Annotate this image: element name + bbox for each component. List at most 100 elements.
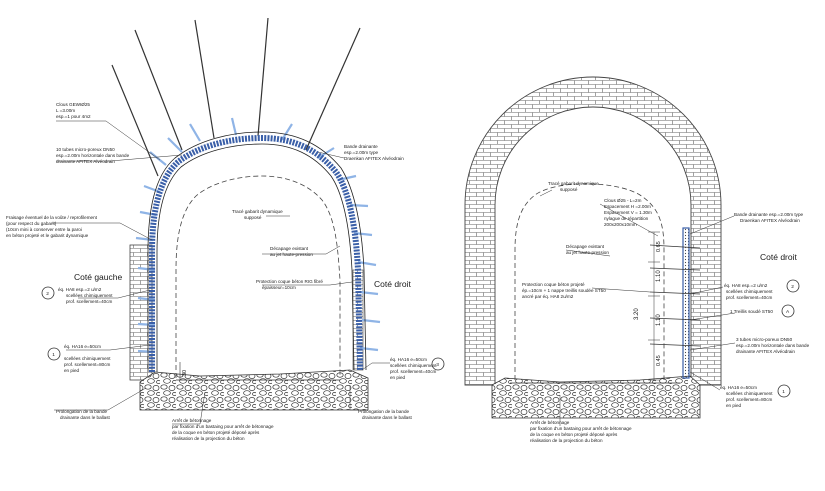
left-bolt — [257, 17, 269, 137]
left-prolong-g-l1: Prolongation de la bande — [56, 409, 108, 414]
left-tubes-l3: drainante AFITEX Alvéodrain — [56, 159, 115, 164]
right-callout-2 — [786, 279, 800, 293]
right-dim-b: 1.10 — [656, 314, 662, 326]
right-tubes-l3: drainante AFITEX Alvéodrain — [736, 349, 795, 354]
right-dim-total: 3.20 — [634, 308, 640, 320]
right-ha16-l1: éq. HA16 e=50cm — [720, 385, 757, 390]
right-ha16-l2: scellées chimiquement — [726, 391, 773, 396]
left-fraisage-l3: (10cm mini à conserver entre la paroi — [6, 227, 82, 232]
left-ha16g-l3: prof. scellement=80cm — [64, 362, 111, 367]
right-lining-wall — [682, 227, 690, 379]
left-ha8-l3: prof. scellement=40cm — [66, 299, 113, 304]
left-tubes-l1: 10 tubes micro-poreux DN50 — [56, 147, 115, 152]
left-masonry-wall-left — [129, 244, 153, 381]
left-cote-droit: Coté droit — [374, 279, 411, 289]
left-gabarit-l1: Tracé gabarit dynamique — [232, 209, 283, 214]
right-arret-l1: Arrêt de bétonnage — [530, 420, 570, 425]
left-ha16d-l3: prof. scellement=40cm — [390, 369, 437, 374]
left-protection-l2: épaisseur=10cm — [262, 285, 296, 290]
left-callout-2-label: 2 — [46, 291, 49, 297]
left-ha16d-l4: en pied — [390, 375, 406, 380]
right-ha8-l3: prof. scellement=40cm — [726, 295, 773, 300]
left-gabarit-l2: supposé — [244, 215, 262, 220]
left-rock-bolts — [111, 17, 361, 177]
left-dynamic-gauge-trace — [175, 175, 341, 378]
right-ha16-l3: prof. scellement=80cm — [726, 397, 773, 402]
left-dim-30-label: 30 — [182, 370, 188, 376]
right-tubes-l2: esp.=2.00m horizontale dans bande — [736, 343, 810, 348]
left-arret-l3: de la coque en béton projeté déposé aprè… — [172, 430, 260, 435]
left-callout-1-label: 1 — [52, 352, 55, 358]
right-bande-l1: Bande drainante esp.=2.00m type — [734, 212, 804, 217]
left-ha16d-l1: éq. HA16 e=50cm — [390, 357, 427, 362]
left-clous-title: Clous GEWIØ25 — [56, 102, 90, 107]
right-clous-l4: nylague de répartition — [604, 216, 649, 221]
right-dim-c: 0.65 — [656, 241, 662, 252]
left-prolong-d-l2: drainante dans le ballast — [362, 415, 413, 420]
right-section: 1.10 3.20 1.10 0.65 0.45 Tracé gabarit d… — [464, 76, 810, 443]
left-fraisage-l4: en béton projeté et le gabarit dynamique — [6, 233, 89, 238]
right-masonry-arch — [464, 76, 722, 386]
left-arret-l2: par fixation d'un bastaing pour arrêt de… — [172, 424, 274, 429]
left-bande-l2: esp.=2.00m type — [344, 150, 379, 155]
right-tubes-l1: 3 tubes micro-poreux DN50 — [736, 337, 793, 342]
left-prolong-g-l2: drainante dans le ballast — [60, 415, 111, 420]
left-leaders — [52, 120, 390, 425]
right-gabarit-l2: supposé — [560, 187, 578, 192]
left-ha16g-l2: scellées chimiquement — [64, 356, 111, 361]
left-ha8-l2: scellées chimiquement — [66, 293, 113, 298]
left-bolt — [194, 19, 215, 139]
left-cote-gauche: Coté gauche — [74, 272, 122, 282]
right-arret-l2: par fixation d'un bastaing pour arrêt de… — [530, 426, 632, 431]
left-arret-l4: réalisation de la projection du béton — [172, 436, 245, 441]
right-callout-A — [781, 304, 795, 318]
left-section: 30 Clous GEWIØ25 L =3.00m esp.=1 pour 4m… — [6, 17, 445, 441]
right-clous-l5: 200x200x10mm — [604, 222, 637, 227]
right-dimension-lines — [648, 231, 660, 381]
left-clous-length: L =3.00m — [56, 108, 75, 113]
right-ha8-l1: éq. HA8 esp.=2 u/m2 — [724, 283, 768, 288]
right-protection-l2: ép.=10cm + 1 nappe treillis soudée ST50 — [522, 288, 606, 293]
left-decapage-l2: au jet haute-pression — [270, 252, 313, 257]
right-callout-1-label: 1 — [782, 389, 785, 395]
left-callout-2 — [41, 286, 55, 300]
right-callout-1 — [777, 384, 791, 398]
left-ha16g-l1: éq. HA16 e=50cm — [64, 344, 101, 349]
right-protection-l3: ancré par éq. HA8 2u/m2 — [522, 294, 574, 299]
right-gabarit-l1: Tracé gabarit dynamique — [548, 181, 599, 186]
right-arret-l3: de la coque en béton projeté déposé aprè… — [530, 432, 618, 437]
right-dim-d: 0.45 — [656, 355, 662, 366]
left-lining-inner — [156, 143, 355, 372]
left-ha16g-l4: en pied — [64, 368, 80, 373]
left-ha8-l1: éq. HA8 esp.=2 u/m2 — [58, 287, 102, 292]
left-prolong-d-l1: Prolongation de la bande — [358, 409, 410, 414]
right-clous-l1: Clous Ø25 - L=2m — [604, 198, 642, 203]
left-decapage-l1: Décapage existant — [270, 246, 309, 251]
right-arret-l4: réalisation de la projection du béton — [530, 438, 603, 443]
right-ballast — [491, 375, 701, 419]
right-ha16-l4: en pied — [726, 403, 742, 408]
right-dynamic-gauge-trace — [514, 183, 665, 380]
right-treillis: 1 Treillis soudé ST50 — [730, 309, 773, 314]
left-ha16d-l2: scellées chimiquement — [390, 363, 437, 368]
right-callout-2-label: 2 — [791, 284, 794, 290]
left-callout-1 — [47, 347, 61, 361]
left-callout-3 — [431, 357, 445, 371]
left-lining-outer — [147, 131, 367, 372]
right-leaders — [539, 189, 736, 426]
right-callout-A-label: A — [786, 309, 790, 315]
left-bolt — [305, 27, 361, 151]
right-dim-a: 1.10 — [656, 270, 662, 282]
left-bolt — [111, 64, 159, 177]
left-fraisage-l2: (pour respect du gabarit) — [6, 221, 57, 226]
right-bande-l2: Draenkan AFITEX Alvéodrain — [740, 218, 800, 223]
left-bande-l3: Draenkan AFITEX Alvéodrain — [344, 156, 404, 161]
right-protection-l1: Protection coque béton projeté — [522, 282, 585, 287]
left-protection-l1: Protection coque béton RIG fibré — [256, 279, 323, 284]
left-bande-l1: Bande drainante — [344, 144, 378, 149]
right-cote-droit: Coté droit — [760, 252, 797, 262]
right-ha8-l2: scellées chimiquement — [726, 289, 773, 294]
left-tubes-l2: esp.=2.00m horizontale dans bande — [56, 153, 130, 158]
left-lining — [149, 134, 363, 372]
